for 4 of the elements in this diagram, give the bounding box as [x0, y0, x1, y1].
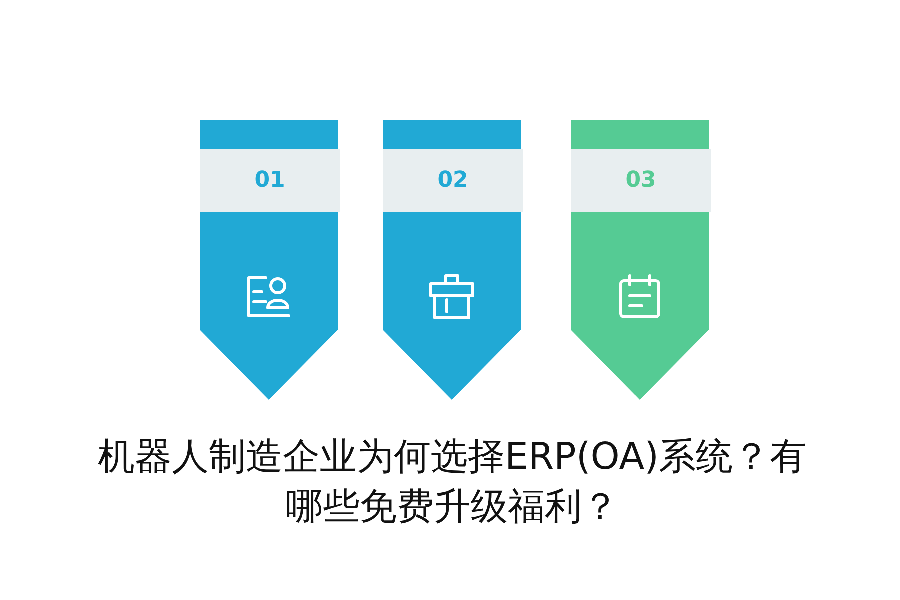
- step-number: 01: [254, 168, 286, 193]
- title: 机器人制造企业为何选择ERP(OA)系统？有哪些免费升级福利？: [96, 434, 808, 530]
- step-number: 02: [438, 168, 468, 193]
- step-number: 03: [626, 168, 656, 193]
